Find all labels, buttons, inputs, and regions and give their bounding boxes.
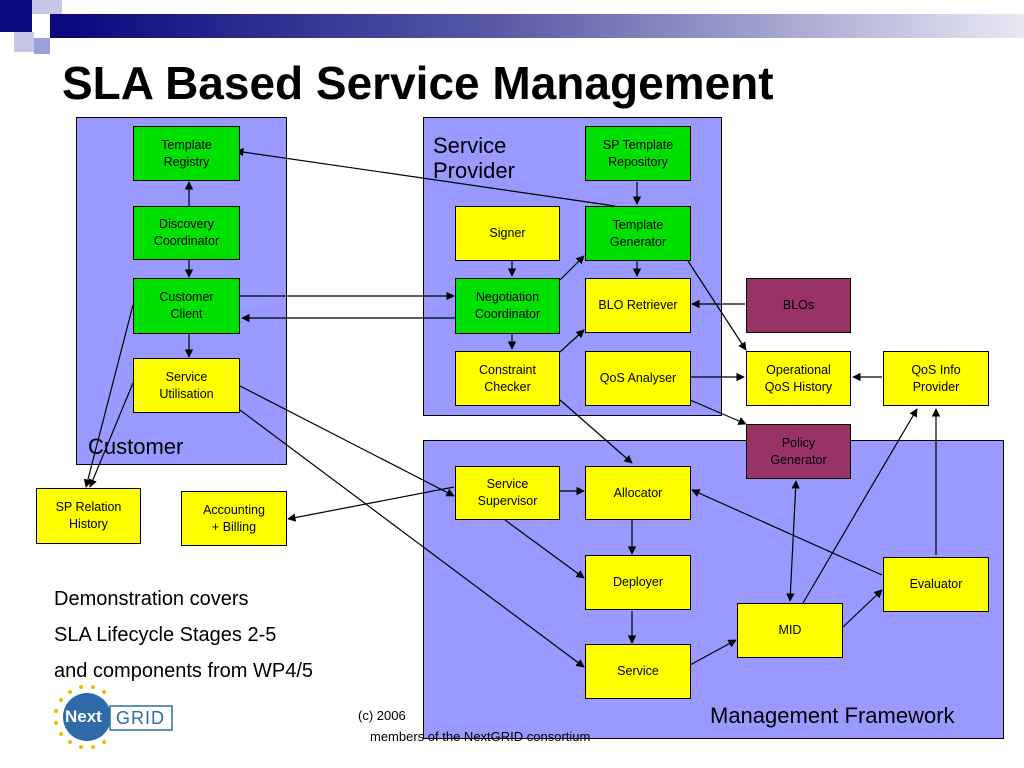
note-line-3: and components from WP4/5 bbox=[54, 660, 314, 682]
signer-box: Signer bbox=[455, 206, 560, 261]
arrow-generator-to-registry bbox=[235, 147, 616, 207]
arrow-constraint-to-allocator bbox=[559, 399, 633, 464]
footer-line-2: members of the NextGRID consortium bbox=[370, 729, 591, 744]
sp-template-repository-box: SP Template Repository bbox=[585, 126, 691, 181]
corner-square bbox=[0, 0, 32, 32]
deployer-box: Deployer bbox=[585, 555, 691, 610]
service-box: Service bbox=[585, 644, 691, 699]
logo-grid-text: GRID bbox=[116, 708, 165, 728]
negotiation-coordinator-box: Negotiation Coordinator bbox=[455, 278, 560, 334]
mid-box: MID bbox=[737, 603, 843, 658]
qos-analyser-box: QoS Analyser bbox=[585, 351, 691, 406]
note-line-2: SLA Lifecycle Stages 2-5 bbox=[54, 624, 277, 646]
note-line-1: Demonstration covers bbox=[54, 588, 249, 610]
arrow-service-to-mid bbox=[689, 639, 737, 666]
template-generator-box: Template Generator bbox=[585, 206, 691, 261]
corner-square bbox=[32, 0, 62, 14]
evaluator-box: Evaluator bbox=[883, 557, 989, 612]
arrow-constraint-to-blo bbox=[559, 329, 585, 353]
operational-qos-history-box: Operational QoS History bbox=[746, 351, 851, 406]
sp-relation-history-box: SP Relation History bbox=[36, 488, 141, 544]
nextgrid-logo: Next GRID bbox=[50, 678, 174, 754]
arrow-to-accounting bbox=[287, 486, 455, 522]
arrow-generator-to-op-qos bbox=[687, 260, 747, 351]
management-framework-label: Management Framework bbox=[710, 703, 955, 728]
logo-next-text: Next bbox=[65, 707, 102, 726]
template-registry-box: Template Registry bbox=[133, 126, 240, 181]
customer-client-box: Customer Client bbox=[133, 278, 240, 334]
service-supervisor-box: Service Supervisor bbox=[455, 466, 560, 520]
service-utilisation-box: Service Utilisation bbox=[133, 358, 240, 413]
discovery-coordinator-box: Discovery Coordinator bbox=[133, 206, 240, 260]
arrow-mid-to-evaluator bbox=[842, 589, 883, 628]
blo-retriever-box: BLO Retriever bbox=[585, 278, 691, 333]
corner-square bbox=[14, 32, 34, 52]
policy-generator-box: Policy Generator bbox=[746, 424, 851, 479]
service-provider-label: Service Provider bbox=[433, 133, 515, 184]
arrow-client-to-sp-relation bbox=[83, 304, 134, 488]
blos-box: BLOs bbox=[746, 278, 851, 333]
arrow-qos-analyser-to-policy bbox=[689, 399, 747, 425]
qos-info-provider-box: QoS Info Provider bbox=[883, 351, 989, 406]
corner-square bbox=[34, 38, 50, 54]
footer-line-1: (c) 2006 bbox=[358, 708, 406, 723]
accounting-billing-box: Accounting + Billing bbox=[181, 491, 287, 546]
allocator-box: Allocator bbox=[585, 466, 691, 520]
title-bar bbox=[78, 14, 1024, 38]
arrow-utilisation-to-service bbox=[239, 409, 585, 668]
arrow-supervisor-to-deployer bbox=[504, 519, 585, 579]
corner-square bbox=[50, 14, 78, 38]
arrow-negotiation-to-generator bbox=[559, 255, 585, 281]
arrow-evaluator-to-allocator bbox=[691, 489, 883, 576]
page-title: SLA Based Service Management bbox=[62, 57, 774, 109]
arrow-mid-policy-bidirectional bbox=[786, 480, 800, 602]
arrow-mid-to-qos-info bbox=[802, 408, 918, 604]
arrow-utilisation-to-sp-relation bbox=[89, 382, 134, 488]
arrow-utilisation-to-supervisor bbox=[239, 385, 455, 497]
constraint-checker-box: Constraint Checker bbox=[455, 351, 560, 406]
